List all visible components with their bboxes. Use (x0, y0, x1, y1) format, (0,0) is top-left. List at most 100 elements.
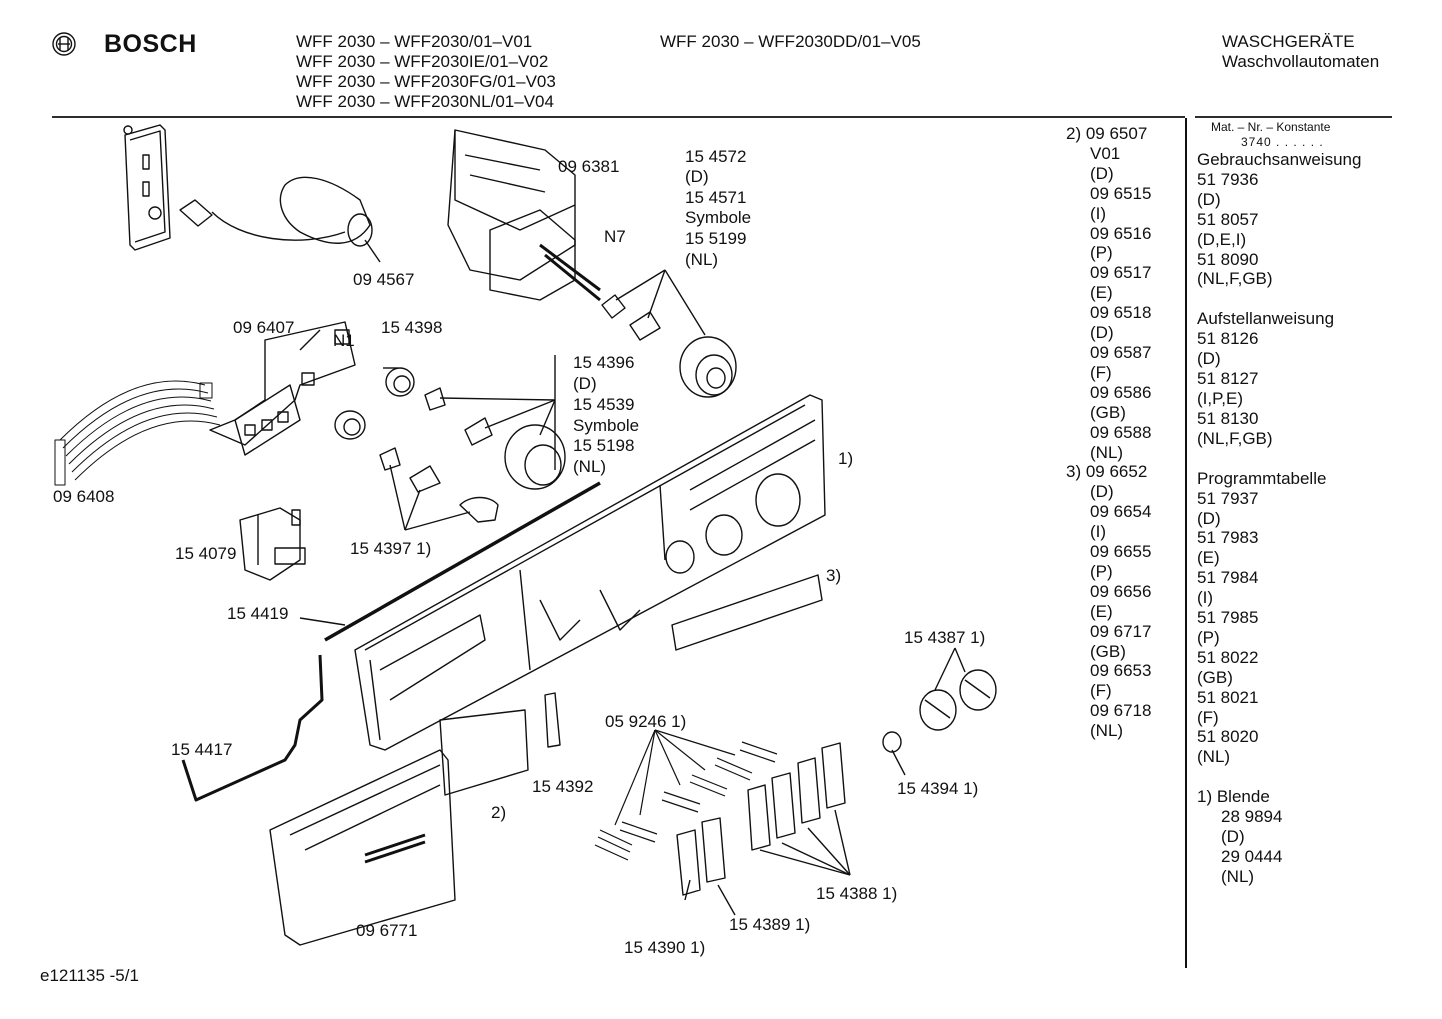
doc-section-title: Programmtabelle (1197, 468, 1327, 488)
variant-line: 3) 09 6652 (1066, 462, 1148, 482)
variant-line: (NL) (1090, 721, 1124, 741)
drawer-cover (269, 692, 561, 946)
knob-set-top (601, 269, 737, 398)
doc-line: 28 9894 (1221, 807, 1283, 827)
label-154397: 15 4397 1) (350, 539, 432, 558)
mounting-bracket (123, 124, 171, 251)
label-knob-mid-2: (D) (573, 374, 597, 393)
doc-line: 51 8022 (1197, 647, 1259, 667)
label-note-1: 1) (838, 449, 854, 468)
model-line-1: WFF 2030 – WFF2030/01–V01 (296, 32, 533, 51)
doc-line: 51 7984 (1197, 568, 1259, 588)
variant-line: 2) 09 6507 (1066, 124, 1148, 143)
label-knob-top-4: Symbole (685, 208, 752, 227)
label-096381: 09 6381 (558, 157, 620, 176)
switch (239, 507, 306, 581)
doc-line: 51 8021 (1197, 687, 1259, 707)
doc-line: 51 7936 (1197, 169, 1259, 189)
variant-line: (F) (1090, 362, 1112, 382)
doc-line: 51 8057 (1197, 209, 1259, 229)
variant-line: 09 6718 (1090, 701, 1152, 721)
programmer-module (447, 129, 601, 302)
label-knob-mid-6: (NL) (573, 457, 607, 476)
label-094567: 09 4567 (353, 270, 415, 289)
variant-line: 09 6717 (1090, 621, 1152, 641)
label-knob-mid-4: Symbole (573, 416, 640, 435)
variant-line: 09 6515 (1090, 183, 1152, 203)
label-096407: 09 6407 (233, 318, 295, 337)
doc-line: 51 8126 (1197, 329, 1259, 349)
label-knob-top-3: 15 4571 (685, 188, 747, 207)
label-n1: N1 (333, 331, 355, 350)
doc-line: 51 8127 (1197, 369, 1259, 389)
bosch-logo-icon (52, 32, 76, 56)
doc-line: (NL,F,GB) (1197, 428, 1273, 448)
variant-line: (NL) (1090, 442, 1124, 462)
category-subtitle: Waschvollautomaten (1222, 52, 1380, 71)
doc-line: (P) (1197, 627, 1220, 647)
variant-line: (P) (1090, 561, 1113, 581)
doc-line: (NL,F,GB) (1197, 269, 1273, 289)
category-title: WASCHGERÄTE (1222, 32, 1355, 51)
capacitor (179, 176, 381, 263)
label-096408: 09 6408 (53, 487, 115, 506)
variant-line: (I) (1090, 203, 1107, 223)
variant-line: (I) (1090, 522, 1107, 542)
variant-line: 09 6587 (1090, 342, 1152, 362)
label-note-3: 3) (826, 566, 842, 585)
doc-line: (D) (1197, 349, 1221, 369)
label-154392: 15 4392 (532, 777, 594, 796)
brand-name: BOSCH (104, 30, 197, 58)
doc-line: 51 8020 (1197, 727, 1259, 747)
doc-line: (F) (1197, 707, 1219, 727)
label-154079: 15 4079 (175, 544, 237, 563)
label-154387: 15 4387 1) (904, 628, 986, 647)
label-154388: 15 4388 1) (816, 884, 898, 903)
label-knob-top-1: 15 4572 (685, 147, 747, 166)
rod (181, 654, 324, 802)
label-154389: 15 4389 1) (729, 915, 811, 934)
label-154419: 15 4419 (227, 604, 289, 623)
label-154417: 15 4417 (171, 740, 233, 759)
doc-line: 51 7983 (1197, 528, 1259, 548)
label-knob-top-6: (NL) (685, 250, 719, 269)
document-id: e121135 -5/1 (40, 966, 139, 985)
docs-header: Mat. – Nr. – Konstante (1211, 120, 1331, 134)
variant-line: (E) (1090, 283, 1113, 303)
knobs-right (882, 647, 997, 776)
knob-set-mid (334, 355, 566, 531)
doc-line: (I,P,E) (1197, 388, 1243, 408)
doc-line: (E) (1197, 548, 1220, 568)
label-knob-mid-5: 15 5198 (573, 436, 635, 455)
springs (594, 729, 778, 861)
doc-section-title: Aufstellanweisung (1197, 309, 1335, 329)
doc-line: (D,E,I) (1197, 229, 1247, 249)
variant-line: 09 6588 (1090, 422, 1152, 442)
doc-line: 51 8130 (1197, 408, 1259, 428)
doc-line: (NL) (1197, 747, 1231, 767)
variant-line: 09 6655 (1090, 542, 1152, 562)
variant-line: 09 6586 (1090, 382, 1152, 402)
doc-line: 51 7937 (1197, 488, 1259, 508)
variants-list: 2) 09 6507 V01 (D) 09 6515 (I) 09 6516 (… (1066, 124, 1151, 741)
display-strip (671, 574, 823, 651)
doc-line: (I) (1197, 588, 1214, 608)
doc-line: (D) (1221, 827, 1245, 847)
model-line-2: WFF 2030 – WFF2030IE/01–V02 (296, 52, 549, 71)
model-line-4: WFF 2030 – WFF2030NL/01–V04 (296, 92, 554, 111)
ribbon-cable (54, 380, 221, 486)
variant-line: (F) (1090, 681, 1112, 701)
variant-line: (GB) (1090, 402, 1126, 422)
doc-line: 51 8090 (1197, 249, 1259, 269)
doc-line: (D) (1197, 508, 1221, 528)
variant-line: (D) (1090, 323, 1114, 343)
doc-line: 51 7985 (1197, 608, 1259, 628)
variant-line: (E) (1090, 601, 1113, 621)
doc-line: 29 0444 (1221, 847, 1283, 866)
label-knob-mid-1: 15 4396 (573, 353, 635, 372)
label-n7: N7 (604, 227, 626, 246)
label-096771: 09 6771 (356, 921, 418, 940)
label-154398: 15 4398 (381, 318, 443, 337)
label-059246: 05 9246 1) (605, 712, 687, 731)
label-knob-top-5: 15 5199 (685, 229, 747, 248)
